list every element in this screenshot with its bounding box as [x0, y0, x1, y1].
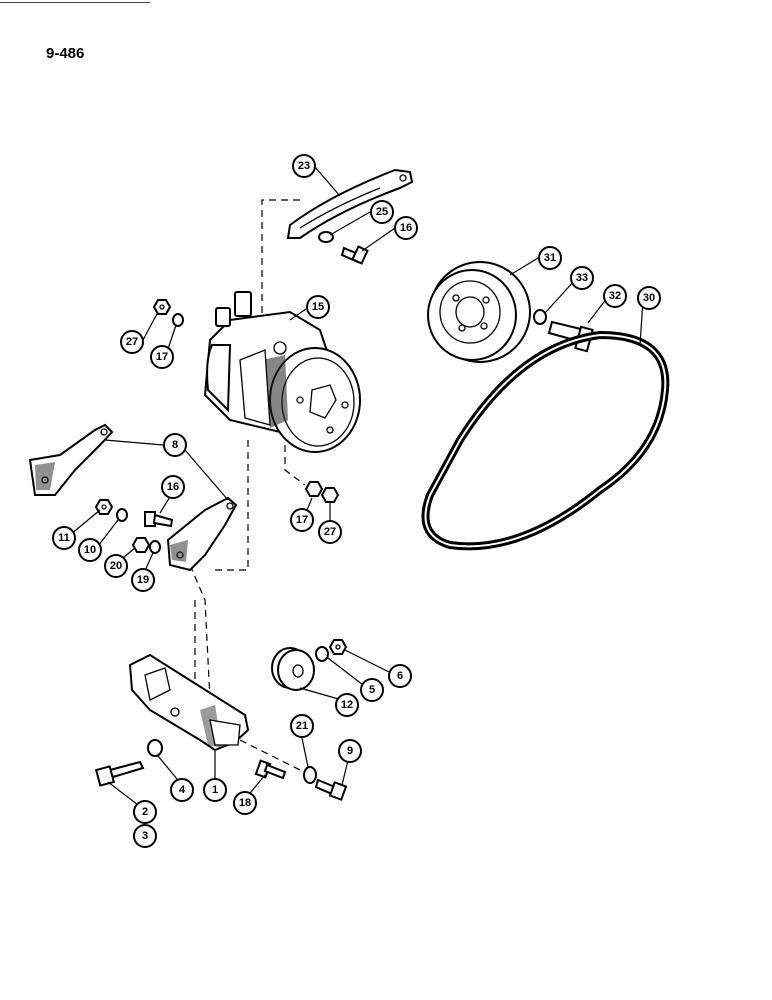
- svg-text:32: 32: [609, 290, 621, 302]
- callout-5: 5: [360, 678, 384, 702]
- nut-6-part: [328, 639, 348, 655]
- callout-3: 3: [133, 824, 157, 848]
- svg-text:30: 30: [643, 292, 655, 304]
- svg-text:27: 27: [126, 336, 138, 348]
- svg-text:2: 2: [142, 806, 148, 818]
- bolt-2-part: [94, 760, 145, 787]
- svg-text:33: 33: [576, 272, 588, 284]
- callout-15: 15: [306, 295, 330, 319]
- svg-text:31: 31: [544, 252, 556, 264]
- nut-27-upper-part: [152, 299, 172, 315]
- callout-17-upper: 17: [150, 345, 174, 369]
- washer-10-part: [116, 508, 128, 522]
- bracket-8-left-part: [28, 423, 114, 496]
- callout-20: 20: [104, 554, 128, 578]
- callout-27-upper: 27: [120, 330, 144, 354]
- bolt-9-part: [314, 778, 348, 801]
- svg-text:12: 12: [341, 699, 353, 711]
- callout-27-lower: 27: [318, 520, 342, 544]
- bolt-16-top-part: [340, 245, 369, 265]
- adjusting-strap-part: [286, 168, 414, 239]
- callout-16-middle: 16: [161, 475, 185, 499]
- callout-1: 1: [203, 778, 227, 802]
- svg-text:16: 16: [400, 222, 412, 234]
- washer-4-part: [147, 739, 163, 757]
- svg-text:1: 1: [212, 784, 218, 796]
- svg-text:15: 15: [312, 301, 324, 313]
- washer-5-part: [315, 646, 329, 662]
- drive-belt-part: [421, 330, 670, 551]
- callout-10: 10: [78, 538, 102, 562]
- top-rule: [0, 2, 150, 3]
- idler-pulley-12-part: [271, 647, 315, 691]
- callout-21: 21: [290, 714, 314, 738]
- callout-9: 9: [338, 739, 362, 763]
- washer-21-part: [303, 766, 317, 784]
- washer-25-part: [318, 231, 334, 243]
- callout-4: 4: [170, 778, 194, 802]
- svg-text:19: 19: [137, 574, 149, 586]
- callout-30: 30: [637, 286, 661, 310]
- svg-text:18: 18: [239, 797, 251, 809]
- callout-6: 6: [388, 664, 412, 688]
- svg-text:10: 10: [84, 544, 96, 556]
- washer-17-lower-part: [304, 481, 324, 497]
- svg-text:21: 21: [296, 720, 308, 732]
- nut-27-lower-part: [320, 487, 340, 503]
- pulley-part: [427, 261, 531, 363]
- bracket-8-right-part: [166, 496, 238, 572]
- svg-text:3: 3: [142, 830, 148, 842]
- svg-text:5: 5: [369, 684, 375, 696]
- callout-31: 31: [538, 246, 562, 270]
- bolt-18-part: [254, 759, 287, 780]
- svg-text:23: 23: [298, 160, 310, 172]
- washer-17-upper-part: [172, 313, 184, 327]
- callout-11: 11: [52, 526, 76, 550]
- page-number: 9-486: [46, 45, 85, 62]
- callout-19: 19: [131, 568, 155, 592]
- callout-23: 23: [292, 154, 316, 178]
- svg-text:8: 8: [172, 439, 178, 451]
- washer-19-part: [149, 540, 161, 554]
- callout-12: 12: [335, 693, 359, 717]
- svg-text:20: 20: [110, 560, 122, 572]
- compressor-part: [203, 291, 361, 453]
- svg-text:17: 17: [156, 351, 168, 363]
- callout-25: 25: [370, 200, 394, 224]
- nut-20-part: [131, 537, 151, 553]
- callout-16-top: 16: [394, 216, 418, 240]
- svg-text:17: 17: [296, 514, 308, 526]
- svg-text:25: 25: [376, 206, 388, 218]
- callout-33: 33: [570, 266, 594, 290]
- washer-33-part: [533, 309, 547, 325]
- svg-text:6: 6: [397, 670, 403, 682]
- svg-text:11: 11: [58, 532, 70, 544]
- mounting-bracket-part: [128, 653, 250, 752]
- svg-text:9: 9: [347, 745, 353, 757]
- bolt-16-middle-part: [144, 511, 174, 528]
- callout-18: 18: [233, 791, 257, 815]
- callout-32: 32: [603, 284, 627, 308]
- svg-text:4: 4: [179, 784, 186, 796]
- callout-2: 2: [133, 800, 157, 824]
- callout-8: 8: [163, 433, 187, 457]
- svg-text:27: 27: [324, 526, 336, 538]
- svg-text:16: 16: [167, 481, 179, 493]
- callout-17-lower: 17: [290, 508, 314, 532]
